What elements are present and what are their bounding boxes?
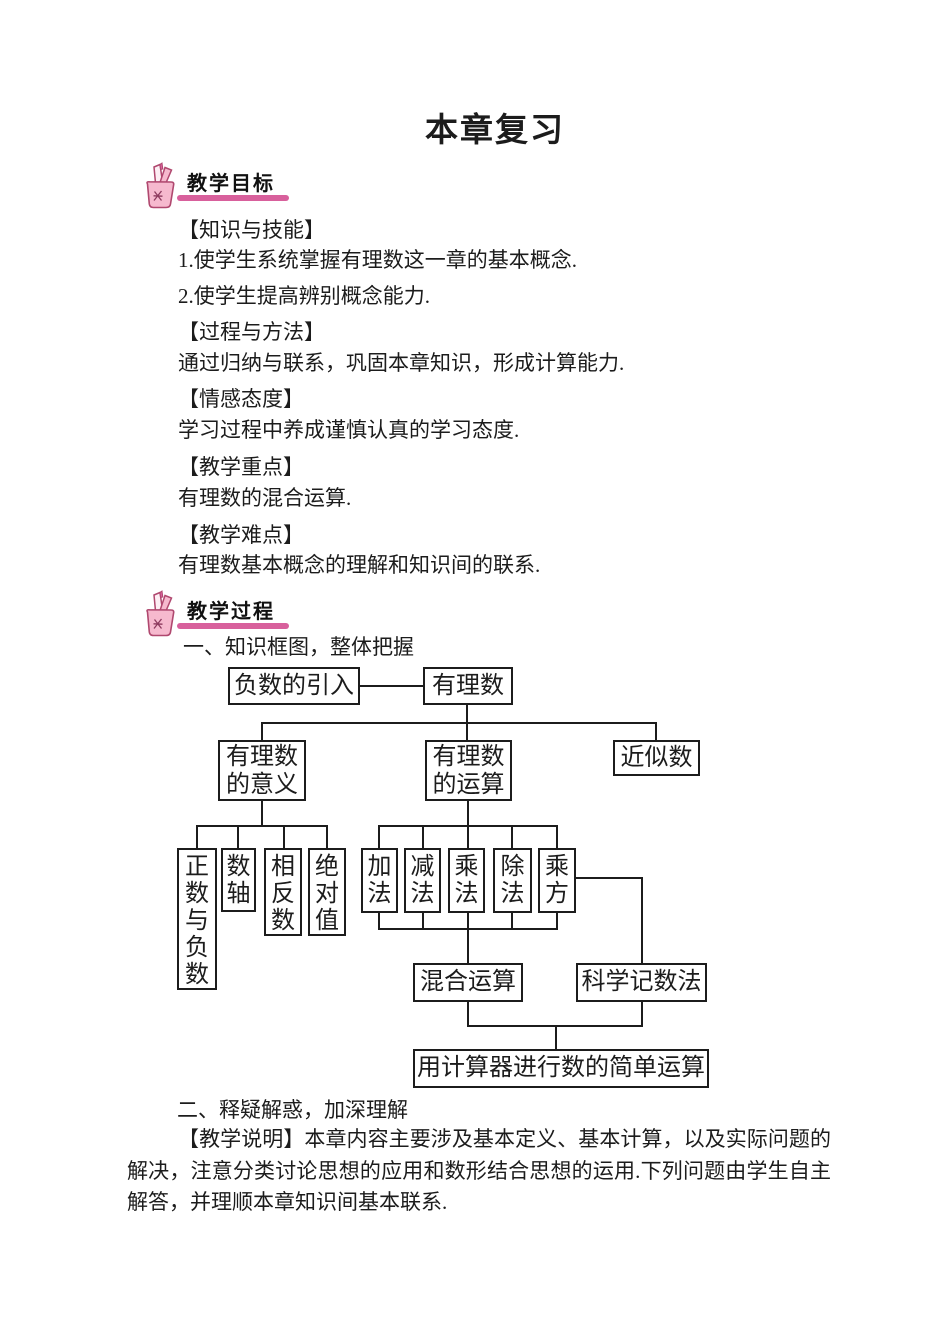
connector-line: [467, 799, 469, 827]
step2-heading: 二、释疑解惑，加深理解: [177, 1098, 408, 1122]
pencil-cup-icon: [146, 590, 175, 637]
connector-line: [555, 1025, 557, 1049]
connector-line: [511, 911, 513, 930]
connector-line: [261, 722, 263, 741]
flow-node-sci-notation: 科学记数法: [576, 963, 707, 1002]
objective-line: 【过程与方法】: [178, 320, 325, 344]
flow-node-opposite: 相反数: [264, 848, 302, 936]
connector-line: [422, 825, 424, 848]
connector-line: [237, 825, 239, 848]
connector-line: [378, 911, 380, 930]
objective-line: 1.使学生系统掌握有理数这一章的基本概念.: [178, 248, 577, 272]
section-badge-process: 教学过程: [141, 590, 371, 642]
flow-node-negative-intro: 负数的引入: [228, 667, 360, 705]
connector-line: [196, 825, 198, 848]
badge-label-objectives: 教学目标: [187, 171, 275, 195]
flow-node-multiplication: 乘法: [448, 848, 485, 913]
connector-line: [378, 825, 380, 848]
objective-line: 【教学重点】: [178, 455, 304, 479]
flow-node-calculator: 用计算器进行数的简单运算: [413, 1049, 709, 1088]
connector-line: [326, 825, 328, 848]
flow-node-mixed: 混合运算: [413, 963, 523, 1002]
objective-line: 有理数的混合运算.: [178, 486, 352, 510]
connector-line: [641, 1000, 643, 1027]
flow-node-division: 除法: [493, 848, 532, 913]
connector-line: [655, 722, 657, 741]
connector-line: [360, 685, 424, 687]
objective-line: 学习过程中养成谨慎认真的学习态度.: [178, 418, 520, 442]
connector-line: [467, 911, 469, 930]
page-title: 本章复习: [425, 113, 565, 149]
objective-line: 【情感态度】: [178, 387, 304, 411]
flow-node-pos-neg: 正数与负数: [177, 848, 217, 990]
connector-line: [283, 825, 285, 848]
flow-node-number-line: 数轴: [221, 848, 256, 912]
connector-line: [641, 877, 643, 963]
flow-node-addition: 加法: [361, 848, 398, 913]
pencil-cup-icon: [146, 162, 175, 209]
connector-line: [575, 877, 643, 879]
objective-line: 2.使学生提高辨别概念能力.: [178, 284, 430, 308]
connector-line: [261, 722, 657, 724]
flow-node-operations: 有理数的运算: [425, 740, 512, 801]
badge-underline: [177, 623, 289, 629]
connector-line: [511, 825, 513, 848]
flow-node-meaning: 有理数的意义: [218, 740, 306, 801]
badge-underline: [177, 195, 289, 201]
connector-line: [196, 825, 328, 827]
objective-line: 通过归纳与联系，巩固本章知识，形成计算能力.: [178, 351, 625, 375]
connector-line: [556, 911, 558, 930]
badge-label-process: 教学过程: [187, 599, 275, 623]
teaching-note: 【教学说明】本章内容主要涉及基本定义、基本计算，以及实际问题的解决，注意分类讨论…: [127, 1127, 831, 1214]
objective-line: 【教学难点】: [178, 523, 304, 547]
flow-node-subtraction: 减法: [404, 848, 441, 913]
connector-line: [556, 825, 558, 848]
connector-line: [422, 911, 424, 930]
section-badge-objectives: 教学目标: [141, 162, 371, 214]
connector-line: [467, 928, 469, 963]
step1-heading: 一、知识框图，整体把握: [183, 635, 414, 659]
flow-node-abs-value: 绝对值: [308, 848, 346, 936]
objective-line: 【知识与技能】: [178, 218, 325, 242]
objective-line: 有理数基本概念的理解和知识间的联系.: [178, 553, 541, 577]
connector-line: [467, 825, 469, 848]
flow-node-approximate: 近似数: [613, 740, 700, 776]
flow-node-rational: 有理数: [423, 667, 513, 705]
connector-line: [261, 799, 263, 827]
flow-node-power: 乘方: [538, 848, 576, 913]
connector-line: [467, 1000, 469, 1027]
